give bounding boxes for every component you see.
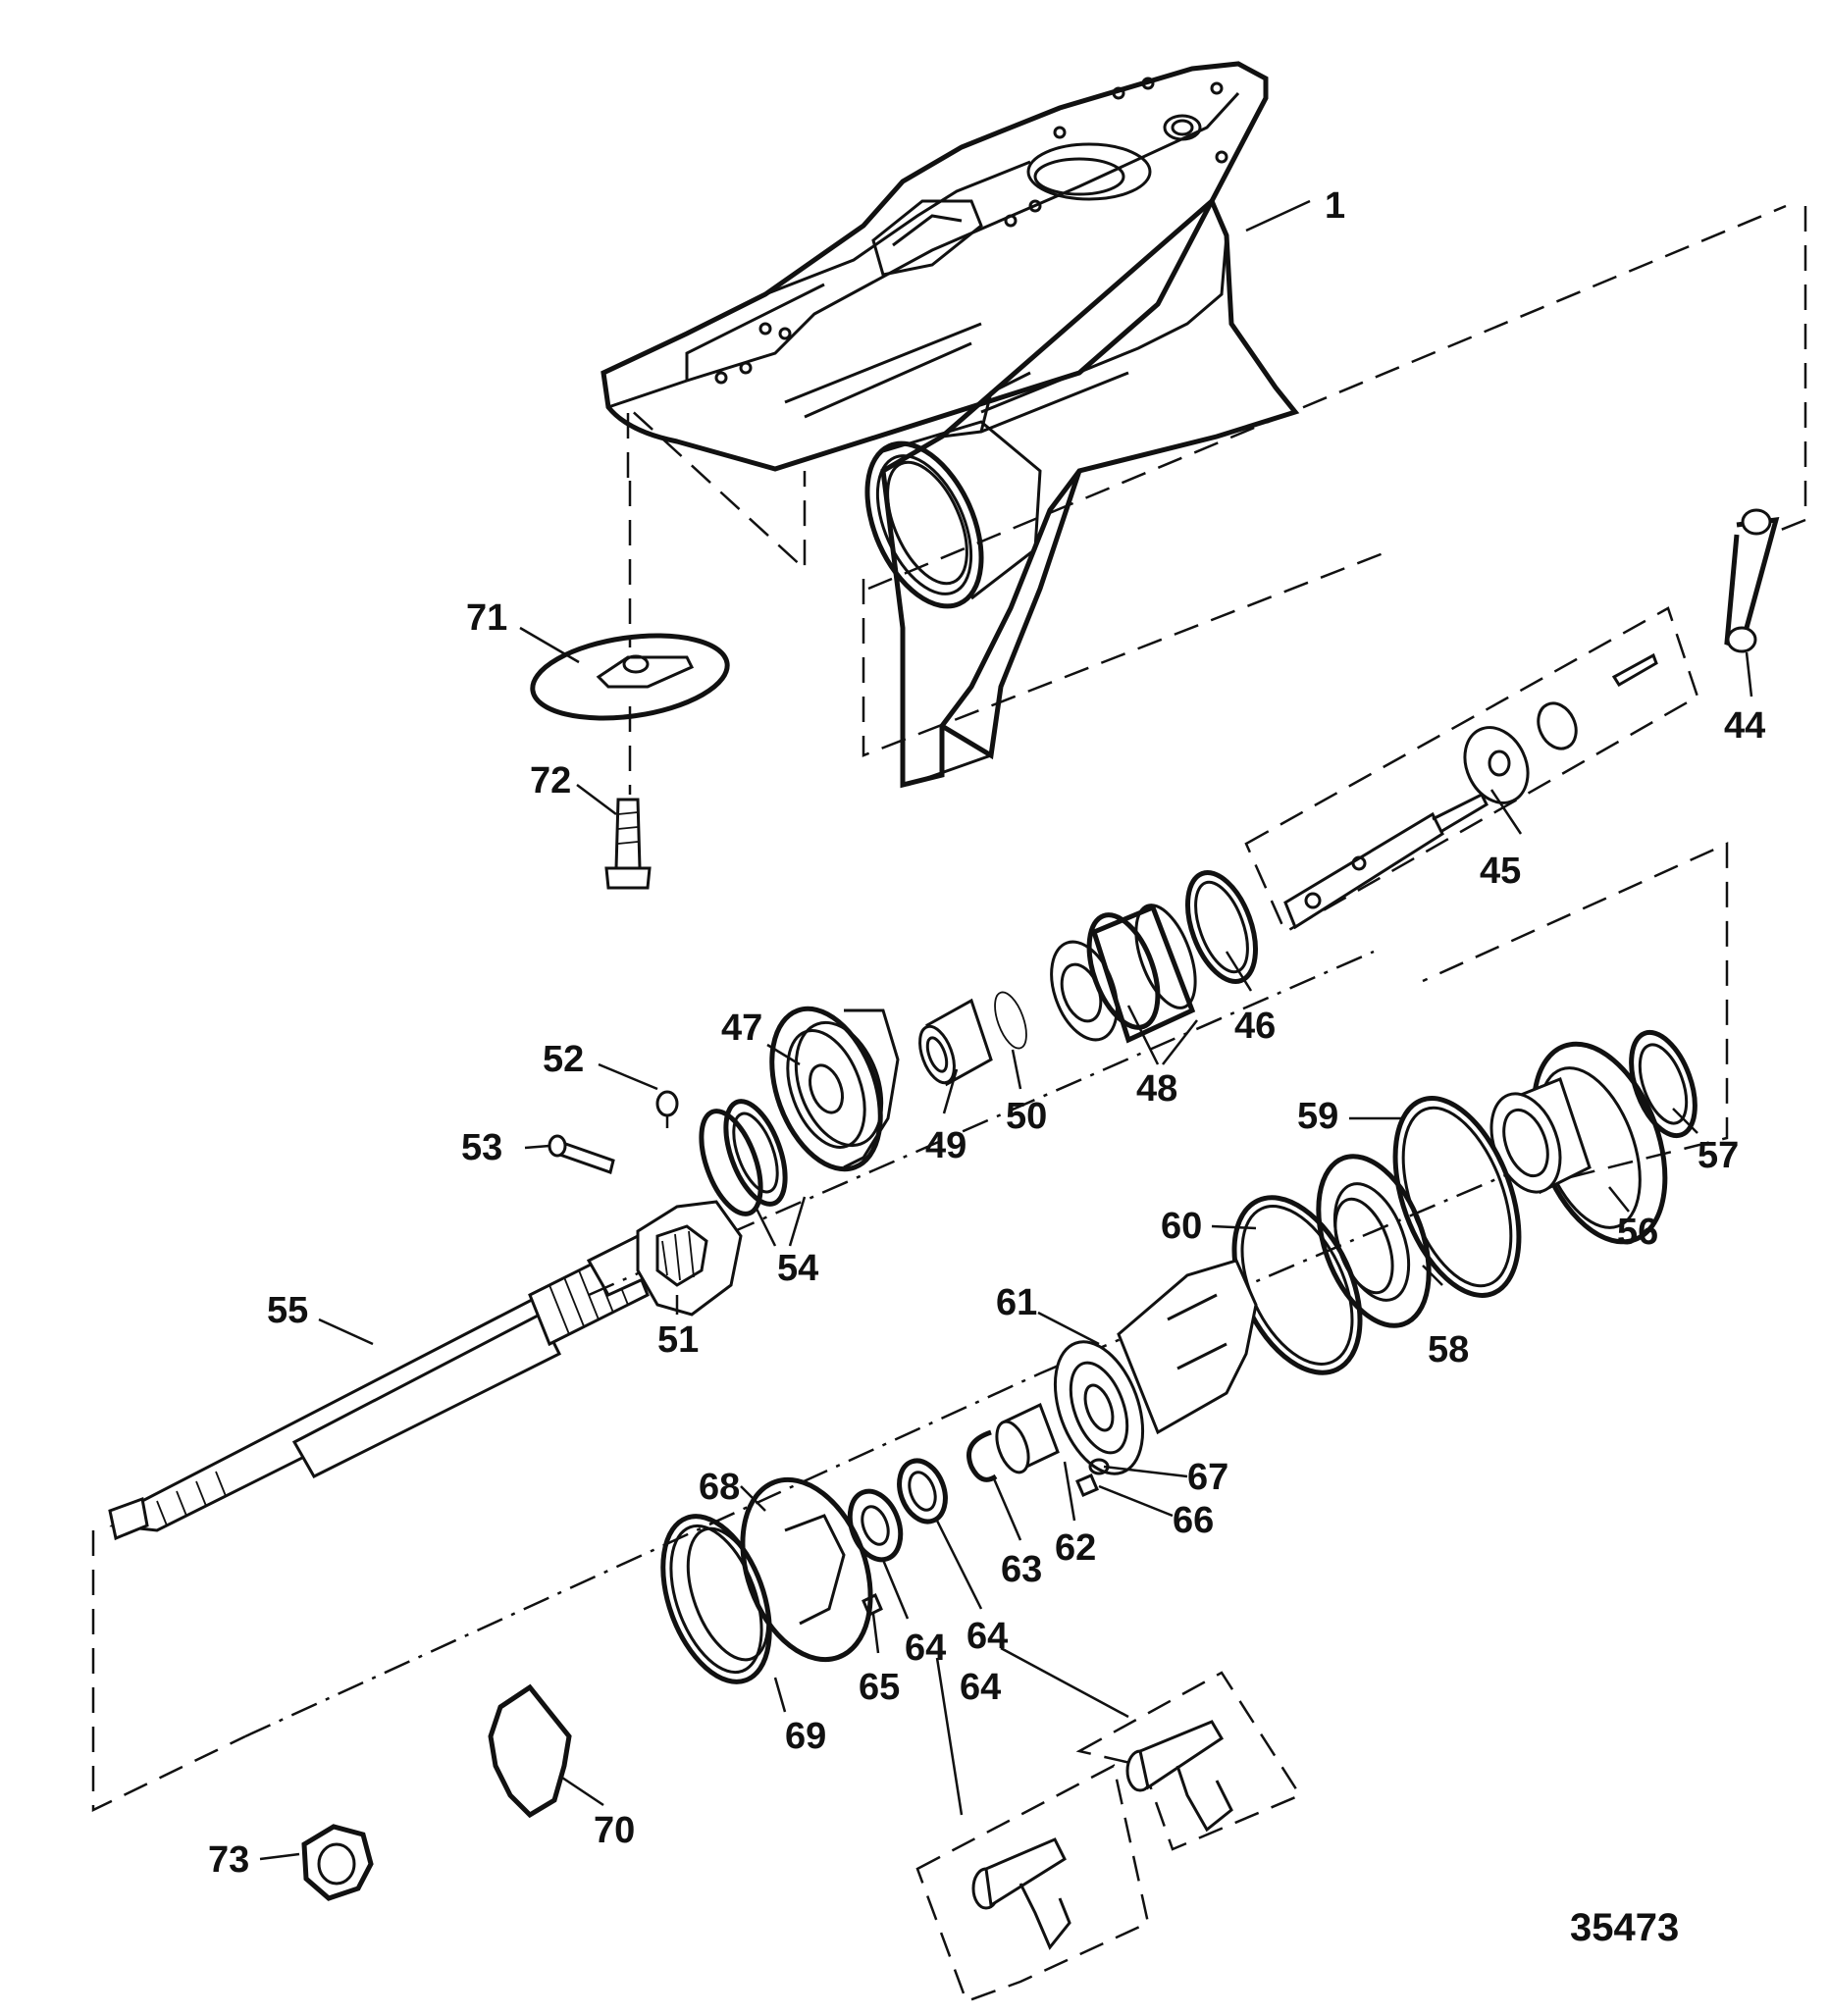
callout-54: 54 <box>777 1248 818 1289</box>
callout-72: 72 <box>530 760 571 801</box>
trim-tab-bolt <box>604 798 652 890</box>
callout-68: 68 <box>699 1467 740 1508</box>
callout-52: 52 <box>543 1039 584 1080</box>
callout-69: 69 <box>785 1716 826 1757</box>
carrier-needle-bearing <box>995 1402 1060 1474</box>
reverse-gear <box>769 1006 900 1172</box>
cross-pin <box>548 1134 615 1174</box>
carrier-screw <box>1075 1473 1099 1497</box>
callout-73: 73 <box>208 1839 249 1881</box>
callout-45: 45 <box>1480 851 1521 892</box>
callout-58: 58 <box>1428 1329 1469 1370</box>
callout-64b: 64 <box>966 1616 1008 1657</box>
tapered-roller-bearing <box>1050 904 1197 1044</box>
shift-coupler <box>1724 508 1780 653</box>
callout-66: 66 <box>1173 1500 1214 1541</box>
reverse-gear-bearing <box>699 1099 788 1216</box>
forward-gear-path <box>1422 842 1729 1179</box>
housing-shift-linkage-path <box>1780 206 1807 532</box>
bearing-carrier <box>1053 1259 1258 1475</box>
shim <box>1185 870 1258 984</box>
part-callouts: 1 44 45 46 47 48 49 50 51 52 53 54 55 56… <box>208 185 1765 1949</box>
trim-tab <box>530 481 730 795</box>
callout-59: 59 <box>1297 1096 1338 1137</box>
callout-71: 71 <box>466 597 507 639</box>
o-ring <box>994 991 1027 1050</box>
callout-46: 46 <box>1234 1006 1276 1047</box>
callout-49: 49 <box>925 1125 966 1166</box>
callout-50: 50 <box>1006 1096 1047 1137</box>
callout-53: 53 <box>461 1127 502 1168</box>
callout-55: 55 <box>267 1290 308 1331</box>
callout-67: 67 <box>1187 1457 1228 1498</box>
ball-bearing <box>1316 1154 1432 1328</box>
callout-1: 1 <box>1325 185 1345 227</box>
bearing-carrier-axis <box>244 1146 1571 1738</box>
retainer-nut <box>660 1514 772 1684</box>
thrust-washer <box>897 1458 948 1525</box>
prop-nut-lock <box>488 1683 572 1819</box>
callout-64a: 64 <box>905 1628 946 1669</box>
callout-62: 62 <box>1055 1527 1096 1569</box>
housing-trim-tab-path <box>626 404 807 572</box>
callout-65: 65 <box>859 1667 900 1708</box>
callout-56: 56 <box>1617 1212 1658 1253</box>
locking-tab-washer <box>740 1476 873 1663</box>
prop-shaft-path <box>91 1530 246 1812</box>
callout-44: 44 <box>1724 705 1765 747</box>
callout-63: 63 <box>1001 1549 1042 1590</box>
callout-61: 61 <box>996 1282 1037 1323</box>
prop-nut <box>301 1824 374 1901</box>
callout-57: 57 <box>1697 1135 1739 1176</box>
callout-60: 60 <box>1161 1206 1202 1247</box>
shift-shaft-kit <box>1244 606 1699 934</box>
retaining-ring <box>966 1429 998 1482</box>
callout-51: 51 <box>657 1319 699 1361</box>
figure-number: 35473 <box>1570 1906 1679 1949</box>
housing-bore-path <box>867 204 1787 591</box>
forward-gear <box>1489 1041 1668 1245</box>
propeller-shaft <box>108 1228 664 1541</box>
shift-cam-kit-1 <box>915 1764 1150 2003</box>
callout-70: 70 <box>594 1810 635 1851</box>
callout-48: 48 <box>1136 1068 1177 1110</box>
forward-gear-bearing-race <box>1629 1029 1697 1139</box>
housing-shift-shaft-path <box>862 547 1394 757</box>
gear-housing <box>601 61 1300 789</box>
shift-cam-kit-2 <box>1075 1671 1302 1851</box>
needle-bearing <box>918 998 993 1087</box>
callout-64c: 64 <box>960 1667 1001 1708</box>
leader-lines <box>259 199 1753 1861</box>
clutch <box>636 1200 743 1317</box>
callout-47: 47 <box>721 1008 762 1049</box>
retaining-spring <box>655 1090 679 1128</box>
